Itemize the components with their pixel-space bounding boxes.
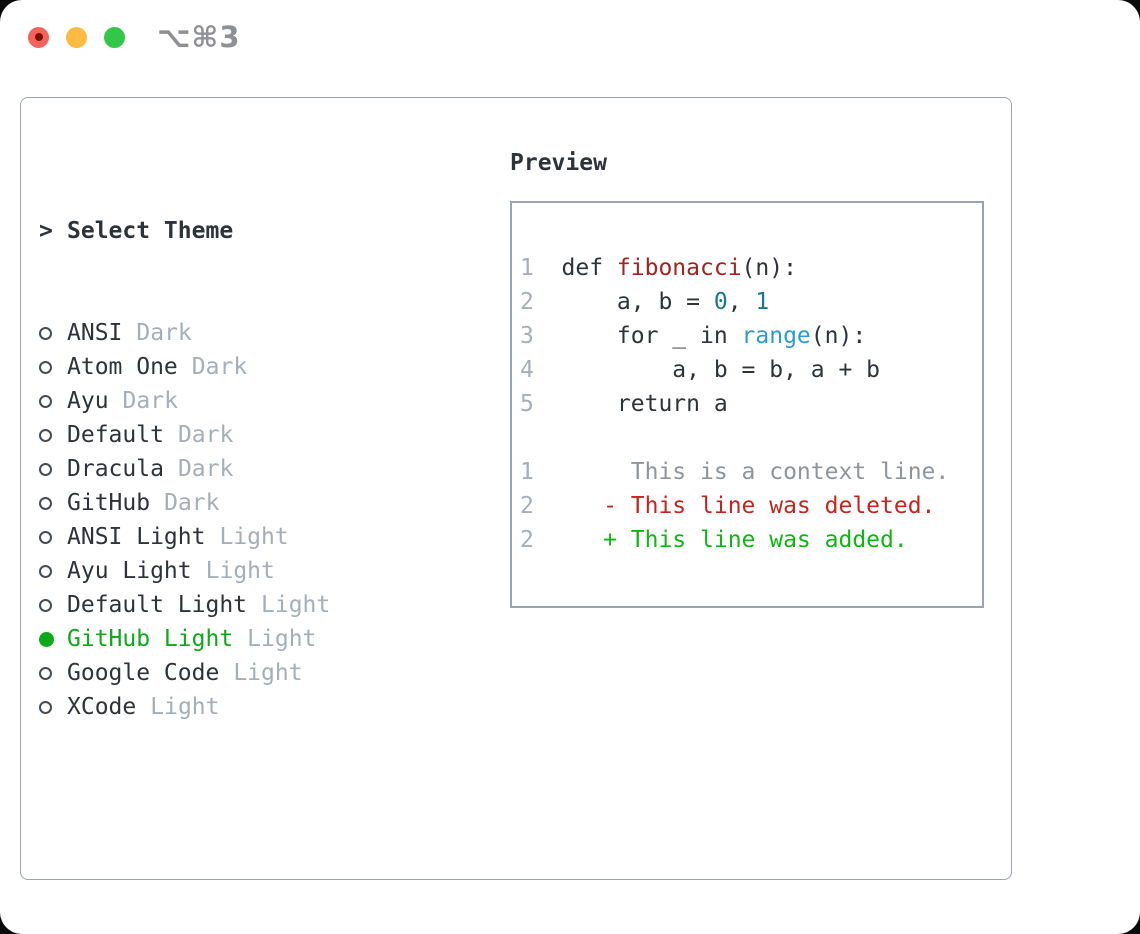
theme-option-default[interactable]: Default Dark bbox=[39, 418, 479, 452]
close-button[interactable] bbox=[28, 26, 49, 48]
line-number: 1 bbox=[520, 255, 534, 281]
theme-option-ayu[interactable]: Ayu Dark bbox=[39, 384, 479, 418]
theme-option-label: ANSI bbox=[67, 320, 123, 346]
theme-option-label: Google Code bbox=[67, 660, 220, 686]
radio-unselected-icon bbox=[39, 360, 67, 374]
radio-unselected-icon bbox=[39, 428, 67, 442]
code-segment-fg: a, b = bbox=[561, 289, 714, 315]
theme-option-label: Atom One bbox=[67, 354, 178, 380]
code-segment-number: 1 bbox=[755, 289, 770, 315]
radio-unselected-icon bbox=[39, 394, 67, 408]
code-segment-number: 0 bbox=[713, 289, 728, 315]
code-segment-builtin: range bbox=[741, 323, 811, 349]
code-segment-fg: , bbox=[727, 289, 756, 315]
theme-option-ayu-light[interactable]: Ayu Light Light bbox=[39, 554, 479, 588]
spacer bbox=[39, 826, 479, 860]
radio-unselected-icon bbox=[39, 564, 67, 578]
theme-list-header: > Select Theme bbox=[39, 214, 479, 248]
theme-option-default-light[interactable]: Default Light Light bbox=[39, 588, 479, 622]
unsaved-dot-icon bbox=[34, 33, 43, 41]
theme-variant-label: Light bbox=[261, 592, 331, 618]
code-line: 1 This is a context line. bbox=[520, 455, 982, 489]
theme-option-label: Ayu Light bbox=[67, 558, 192, 584]
preview-title: Preview bbox=[510, 150, 607, 176]
code-segment-deleted: - This line was deleted. bbox=[561, 493, 936, 519]
theme-variant-label: Light bbox=[219, 524, 289, 550]
theme-option-dracula[interactable]: Dracula Dark bbox=[39, 452, 479, 486]
code-segment-context: This is a context line. bbox=[561, 459, 950, 485]
radio-unselected-icon bbox=[39, 666, 67, 680]
theme-variant-label: Light bbox=[247, 626, 317, 652]
theme-option-label: XCode bbox=[67, 694, 137, 720]
line-number: 2 bbox=[520, 289, 534, 315]
theme-option-github-light[interactable]: GitHub Light Light bbox=[39, 622, 479, 656]
zoom-button[interactable] bbox=[104, 26, 125, 48]
theme-variant-label: Dark bbox=[177, 456, 234, 482]
theme-list-title: Select Theme bbox=[67, 218, 234, 244]
theme-variant-label: Dark bbox=[191, 354, 248, 380]
traffic-lights bbox=[28, 26, 125, 48]
code-line: 2 - This line was deleted. bbox=[520, 489, 982, 523]
theme-variant-label: Light bbox=[205, 558, 275, 584]
theme-option-github[interactable]: GitHub Dark bbox=[39, 486, 479, 520]
code-segment-fg: a, b = b, a + b bbox=[561, 357, 881, 383]
code-blank-line bbox=[520, 421, 982, 455]
code-segment-fg: return a bbox=[561, 391, 728, 417]
code-line: 2 a, b = 0, 1 bbox=[520, 285, 982, 319]
line-number: 2 bbox=[520, 493, 534, 519]
code-segment-fg: (n): bbox=[741, 255, 797, 281]
window-shortcut-label: ⌥⌘3 bbox=[157, 20, 241, 54]
code-line: 5 return a bbox=[520, 387, 982, 421]
theme-option-atom-one[interactable]: Atom One Dark bbox=[39, 350, 479, 384]
theme-option-label: Ayu bbox=[67, 388, 109, 414]
theme-option-label: GitHub bbox=[67, 490, 151, 516]
theme-variant-label: Dark bbox=[177, 422, 234, 448]
theme-variant-label: Dark bbox=[122, 388, 178, 414]
theme-variant-label: Light bbox=[150, 694, 220, 720]
code-line: 4 a, b = b, a + b bbox=[520, 353, 982, 387]
theme-option-ansi-light[interactable]: ANSI Light Light bbox=[39, 520, 479, 554]
radio-unselected-icon bbox=[39, 598, 67, 612]
radio-unselected-icon bbox=[39, 530, 67, 544]
cursor-icon: > bbox=[39, 218, 53, 244]
radio-selected-icon bbox=[39, 631, 67, 647]
code-line: 3 for _ in range(n): bbox=[520, 319, 982, 353]
code-line: 2 + This line was added. bbox=[520, 523, 982, 557]
theme-variant-label: Dark bbox=[136, 320, 192, 346]
line-number: 1 bbox=[520, 459, 534, 485]
code-segment-fg: for _ in bbox=[561, 323, 742, 349]
code-segment-fg: (n): bbox=[810, 323, 867, 349]
line-number: 4 bbox=[520, 357, 534, 383]
radio-unselected-icon bbox=[39, 496, 67, 510]
theme-option-ansi[interactable]: ANSI Dark bbox=[39, 316, 479, 350]
theme-option-label: Default Light bbox=[67, 592, 248, 618]
code-line: 1 def fibonacci(n): bbox=[520, 251, 982, 285]
radio-unselected-icon bbox=[39, 700, 67, 714]
line-number: 2 bbox=[520, 527, 534, 553]
line-number: 5 bbox=[520, 391, 534, 417]
theme-option-label: ANSI Light bbox=[67, 524, 206, 550]
minimize-button[interactable] bbox=[66, 26, 87, 48]
radio-unselected-icon bbox=[39, 462, 67, 476]
theme-variant-label: Dark bbox=[164, 490, 220, 516]
theme-option-label: Dracula bbox=[67, 456, 164, 482]
code-segment-func: fibonacci bbox=[616, 255, 742, 281]
code-segment-added: + This line was added. bbox=[561, 527, 908, 553]
code-segment-fg: def bbox=[561, 255, 617, 281]
radio-unselected-icon bbox=[39, 326, 67, 340]
theme-option-google-code[interactable]: Google Code Light bbox=[39, 656, 479, 690]
theme-option-label: GitHub Light bbox=[67, 626, 234, 652]
line-number bbox=[520, 421, 548, 455]
theme-variant-label: Light bbox=[233, 660, 303, 686]
titlebar: ⌥⌘3 bbox=[0, 0, 1140, 74]
theme-option-xcode[interactable]: XCode Light bbox=[39, 690, 479, 724]
line-number: 3 bbox=[520, 323, 534, 349]
theme-option-label: Default bbox=[67, 422, 164, 448]
